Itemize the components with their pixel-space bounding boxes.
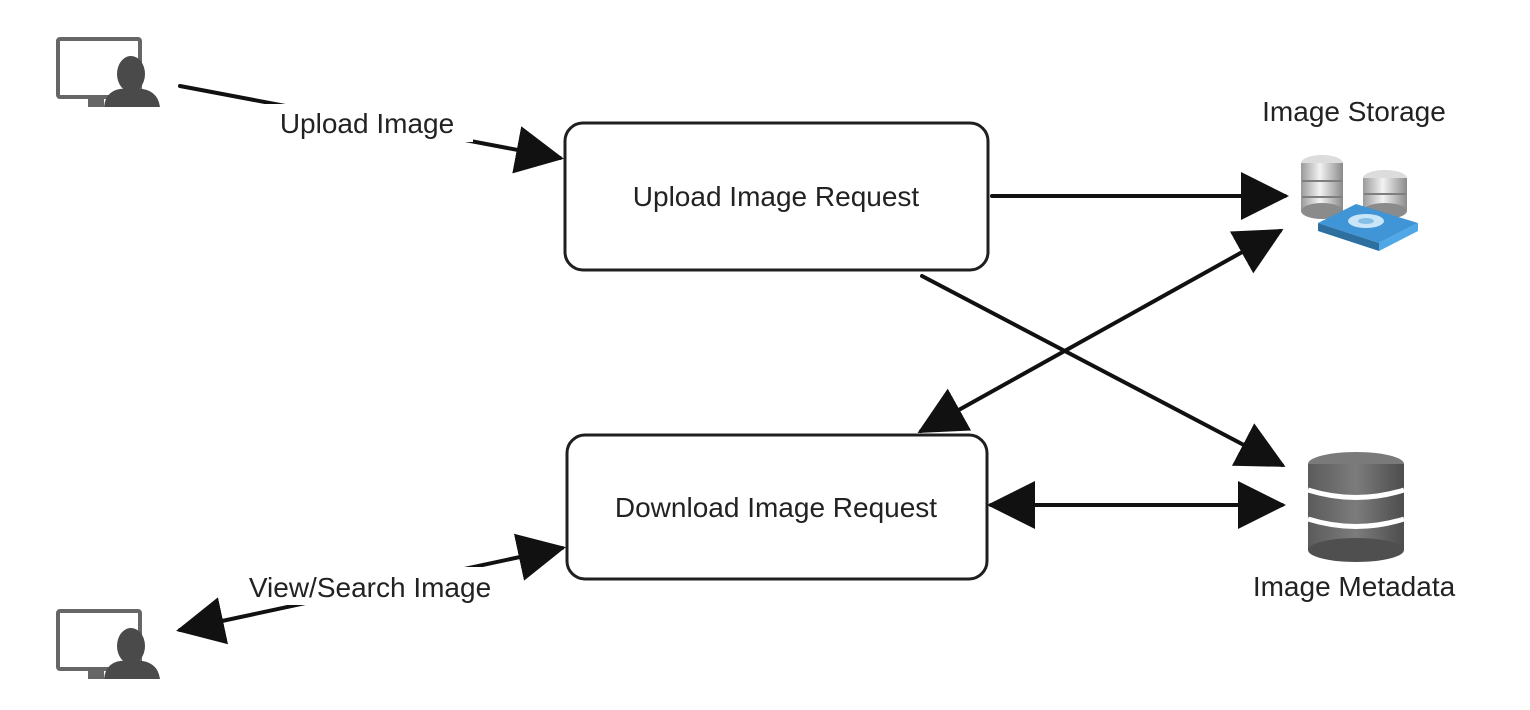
download-image-request-label: Download Image Request (615, 492, 937, 523)
upload-image-request-label: Upload Image Request (633, 181, 920, 212)
upload-image-label-bg (263, 104, 473, 142)
viewer-user-icon (56, 609, 160, 679)
image-storage-label: Image Storage (1262, 96, 1446, 127)
upload-image-edge-label: Upload Image (280, 108, 454, 139)
storage-to-download-edge (917, 229, 1284, 433)
database-icon (1307, 452, 1405, 562)
uploader-user-icon (56, 37, 160, 107)
storage-servers-icon (1301, 155, 1418, 251)
image-metadata-label: Image Metadata (1253, 571, 1456, 602)
view-search-image-label-bg (228, 567, 514, 605)
upload-image-request-box (563, 121, 990, 272)
view-search-image-edge-label: View/Search Image (249, 572, 491, 603)
